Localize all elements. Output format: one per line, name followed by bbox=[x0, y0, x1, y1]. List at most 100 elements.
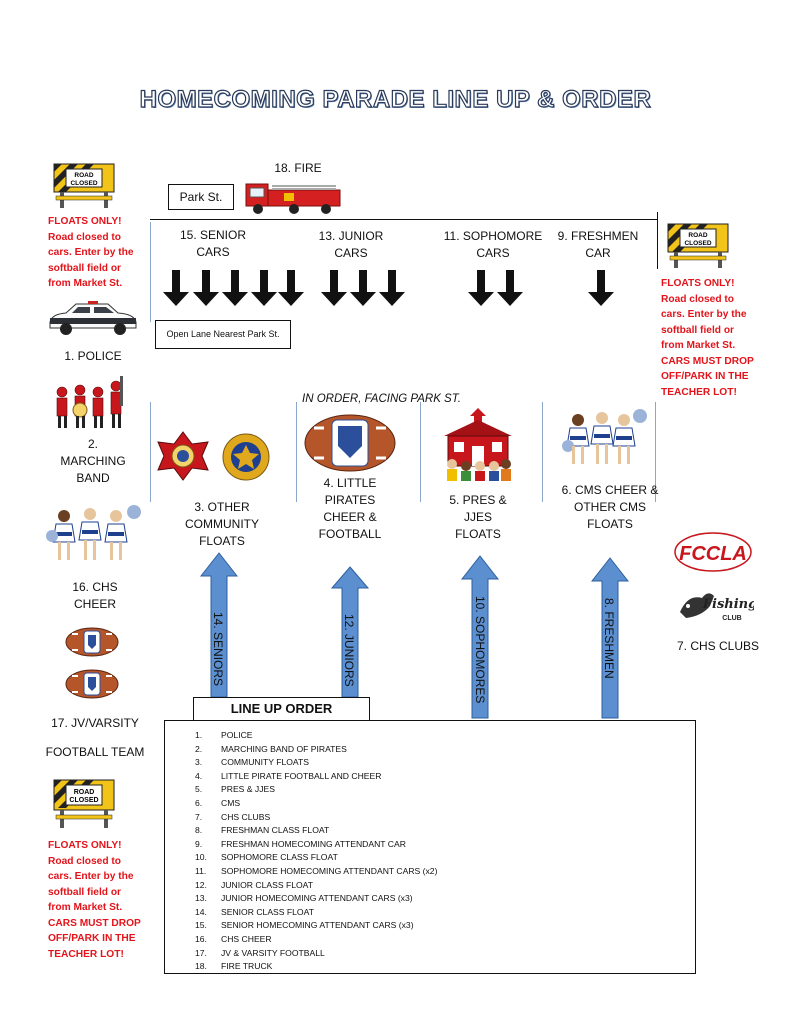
sign-road-text: ROAD bbox=[74, 172, 93, 179]
lineup-item: 9. FRESHMAN HOMECOMING ATTENDANT CAR bbox=[195, 838, 437, 852]
fccla-text: FCCLA bbox=[679, 543, 747, 565]
lineup-item: 15.SENIOR HOMECOMING ATTENDANT CARS (x3) bbox=[195, 919, 437, 933]
park-st-road-line bbox=[150, 219, 658, 220]
facing-park-st-note: IN ORDER, FACING PARK ST. bbox=[302, 393, 461, 405]
up-arrow-freshmen bbox=[591, 557, 629, 719]
lineup-item-number: 11. bbox=[195, 865, 207, 876]
divider-line bbox=[150, 402, 151, 502]
football-team-label: FOOTBALL TEAM bbox=[45, 745, 145, 759]
american-legion-logo-icon bbox=[222, 433, 270, 481]
lineup-item-text: POLICE bbox=[221, 730, 253, 740]
down-arrow-freshmen bbox=[588, 270, 614, 306]
police-label: 1. POLICE bbox=[64, 349, 122, 363]
lineup-title: LINE UP ORDER bbox=[193, 697, 370, 720]
lineup-item-number: 13. bbox=[195, 893, 207, 904]
police-car-icon bbox=[49, 301, 137, 335]
page-title: HOMECOMING PARADE LINE UP & ORDER bbox=[139, 85, 652, 113]
sign-road-text: ROAD bbox=[688, 232, 707, 239]
lineup-item-text: LITTLE PIRATE FOOTBALL AND CHEER bbox=[221, 770, 382, 781]
lineup-item: 12. JUNIOR CLASS FLOAT bbox=[195, 879, 437, 893]
lineup-item-number: 15. bbox=[195, 920, 207, 931]
divider-line bbox=[542, 402, 543, 502]
freshmen-arrow-label: 8. FRESHMEN bbox=[602, 598, 616, 679]
lineup-item-text: FRESHMAN CLASS FLOAT bbox=[221, 825, 330, 836]
fishing-text: Fishing bbox=[702, 597, 754, 612]
lineup-item: 6.CMS bbox=[195, 797, 437, 811]
lineup-item-text: COMMUNITY FLOATS bbox=[221, 757, 310, 768]
lineup-item: 7. CHS CLUBS bbox=[195, 811, 437, 825]
lineup-item-number: 17. bbox=[195, 947, 207, 958]
down-arrow-icon bbox=[321, 270, 405, 306]
sign-closed-text: CLOSED bbox=[69, 797, 98, 804]
seniors-arrow-label: 14. SENIORS bbox=[211, 612, 225, 687]
schoolhouse-icon bbox=[444, 408, 512, 481]
lineup-item: 1. POLICE bbox=[195, 729, 437, 743]
lineup-item: 2.MARCHING BAND OF PIRATES bbox=[195, 743, 437, 757]
lineup-item-number: 7. bbox=[195, 811, 203, 822]
lineup-item-text: FRESHMAN HOMECOMING ATTENDANT CAR bbox=[221, 838, 406, 849]
lineup-item: 10. SOPHOMORE CLASS FLOAT bbox=[195, 851, 437, 865]
cheerleaders-icon bbox=[46, 505, 141, 560]
lineup-item-number: 14. bbox=[195, 906, 207, 917]
down-arrow-icon bbox=[588, 270, 614, 306]
road-closed-sign-icon: ROAD CLOSED bbox=[53, 163, 115, 208]
road-right-end bbox=[657, 212, 658, 269]
lineup-item-number: 3. bbox=[195, 757, 203, 768]
lineup-item-number: 1. bbox=[195, 730, 203, 740]
lineup-item-number: 5. bbox=[195, 784, 203, 795]
divider-line bbox=[296, 402, 297, 502]
jv-varsity-label: 17. JV/VARSITY bbox=[51, 716, 139, 730]
lineup-item-number: 6. bbox=[195, 797, 203, 808]
lineup-item-number: 4. bbox=[195, 770, 203, 781]
marching-band-icon bbox=[56, 376, 123, 428]
football-icon bbox=[65, 627, 119, 657]
lineup-item: 16. CHS CHEER bbox=[195, 933, 437, 947]
lineup-item-text: JUNIOR HOMECOMING ATTENDANT CARS (x3) bbox=[221, 893, 413, 904]
divider-line bbox=[150, 222, 151, 322]
lineup-item-text: CHS CLUBS bbox=[221, 811, 271, 822]
park-st-label: Park St. bbox=[168, 184, 234, 210]
sign-closed-text: CLOSED bbox=[70, 180, 97, 187]
down-arrows-senior bbox=[163, 270, 304, 306]
lineup-item-number: 9. bbox=[195, 838, 203, 849]
sophomores-arrow-label: 10. SOPHOMORES bbox=[473, 596, 487, 704]
lineup-item: 11.SOPHOMORE HOMECOMING ATTENDANT CARS (… bbox=[195, 865, 437, 879]
lineup-item: 5. PRES & JJES bbox=[195, 783, 437, 797]
fishing-club-logo-icon: Fishing CLUB bbox=[680, 593, 754, 622]
lineup-item-text: JUNIOR CLASS FLOAT bbox=[221, 879, 314, 890]
lineup-item-number: 18. bbox=[195, 961, 207, 972]
divider-line bbox=[655, 402, 656, 502]
football-icon bbox=[65, 669, 119, 699]
down-arrows-junior bbox=[321, 270, 405, 306]
lineup-item: 4. LITTLE PIRATE FOOTBALL AND CHEER bbox=[195, 770, 437, 784]
fccla-logo-icon: FCCLA bbox=[674, 532, 752, 572]
lineup-item-number: 8. bbox=[195, 825, 203, 836]
fire-label: 18. FIRE bbox=[274, 161, 322, 175]
divider-line bbox=[420, 402, 421, 502]
lineup-item: 8. FRESHMAN CLASS FLOAT bbox=[195, 824, 437, 838]
lineup-item-text: SOPHOMORE CLASS FLOAT bbox=[221, 852, 338, 863]
cheerleaders-icon bbox=[562, 409, 647, 464]
lineup-item-number: 16. bbox=[195, 933, 207, 944]
road-closed-sign-icon: ROAD CLOSED bbox=[53, 779, 115, 828]
sign-road-text: ROAD bbox=[74, 789, 95, 796]
lineup-item-number: 2. bbox=[195, 743, 203, 754]
lineup-item-number: 10. bbox=[195, 852, 207, 863]
lineup-item: 3. COMMUNITY FLOATS bbox=[195, 756, 437, 770]
lineup-item-text: CHS CHEER bbox=[221, 933, 272, 944]
lineup-item-number: 12. bbox=[195, 879, 207, 890]
lineup-item-text: PRES & JJES bbox=[221, 784, 275, 795]
sign-closed-text: CLOSED bbox=[684, 240, 711, 247]
